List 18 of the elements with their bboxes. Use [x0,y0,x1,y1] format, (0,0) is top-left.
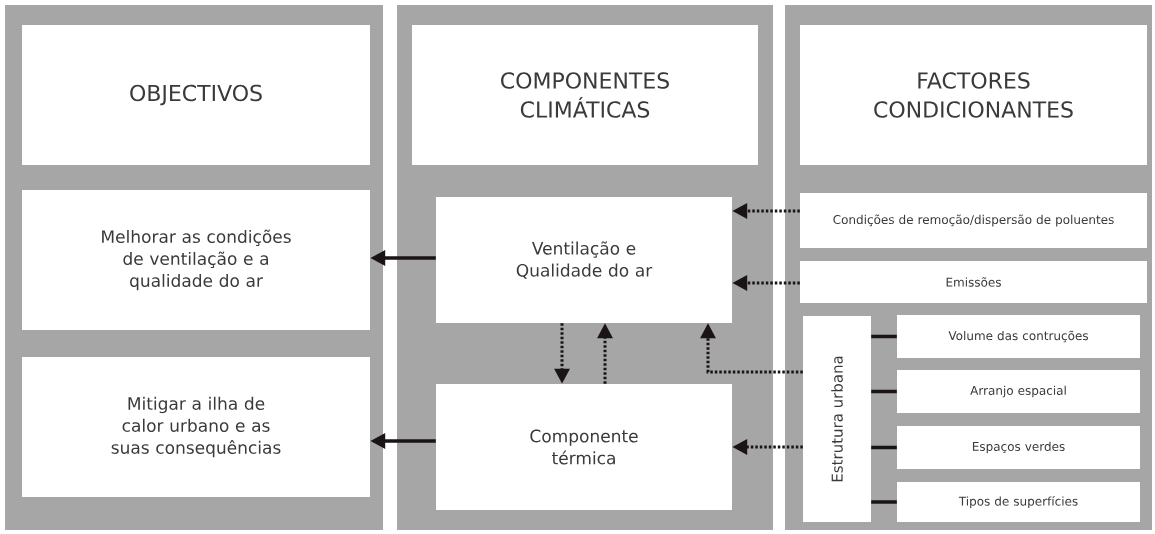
text-box: Melhorar as condições de ventilação e a qualidade do ar [22,190,370,330]
text-box: Estrutura urbana [803,316,871,522]
connector-line [871,389,897,394]
connector-line [871,500,897,504]
text-box: Mitigar a ilha de calor urbano e as suas consequências [22,357,370,497]
connector-line [871,445,897,450]
heading-box: FACTORES CONDICIONANTES [800,25,1147,165]
text-box: Ventilação e Qualidade do ar [436,197,732,323]
text-box: Arranjo espacial [897,370,1140,413]
text-box: Condições de remoção/dispersão de poluentes [800,193,1147,248]
text-box: Emissões [800,261,1147,303]
text-box: Volume das contruções [897,315,1140,358]
connector-line [871,334,897,339]
text-box: Espaços verdes [897,426,1140,469]
text-box: Tipos de superfícies [897,482,1140,522]
heading-box: COMPONENTES CLIMÁTICAS [412,25,758,165]
heading-box: OBJECTIVOS [22,25,370,165]
text-box: Componente térmica [436,384,732,510]
